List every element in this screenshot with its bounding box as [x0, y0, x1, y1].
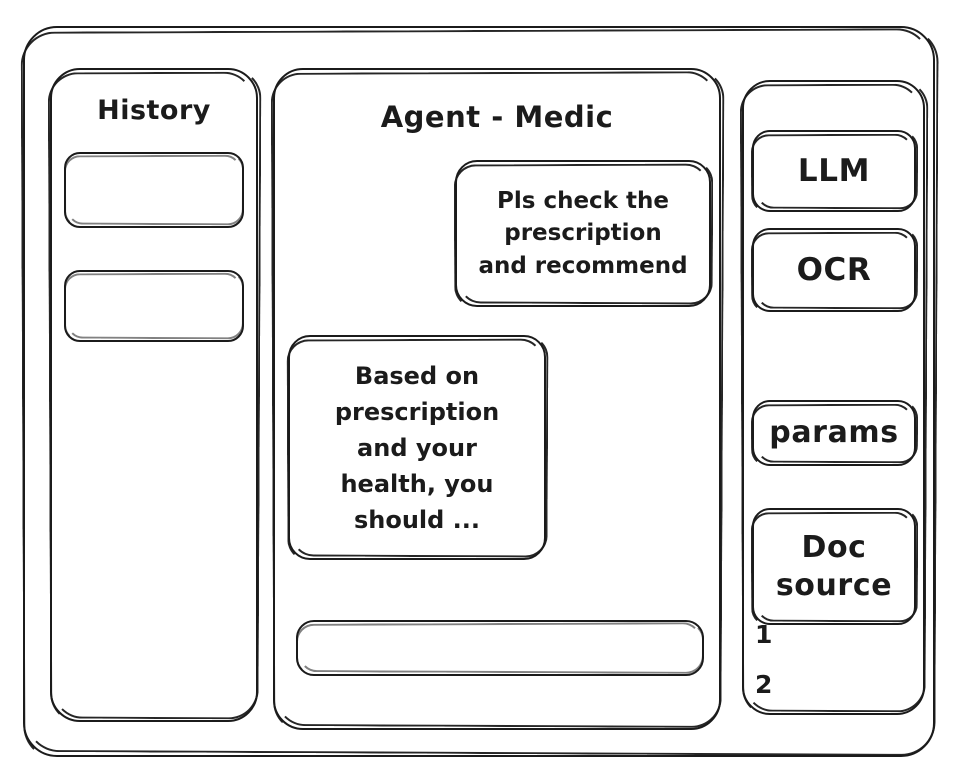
assistant-message-text: Based on prescription and your health, y…	[334, 361, 500, 534]
tool-button-llm-label: LLM	[797, 152, 871, 189]
doc-source-ref-item[interactable]: 2	[755, 670, 773, 699]
tool-button-ocr-label: OCR	[796, 251, 872, 288]
assistant-message-bubble: Based on prescription and your health, y…	[288, 335, 546, 560]
agent-panel-title: Agent - Medic	[380, 100, 614, 134]
message-input-field[interactable]	[296, 620, 704, 676]
tool-button-params-label: params	[769, 415, 899, 451]
history-panel-title: History	[97, 95, 211, 126]
tool-button-ocr[interactable]: OCR	[752, 228, 916, 312]
tool-button-params[interactable]: params	[752, 400, 916, 466]
history-list-item[interactable]	[64, 270, 244, 342]
user-message-text: Pls check the prescription and recommend	[478, 187, 688, 279]
tool-button-doc-source-label: Doc source	[775, 530, 893, 603]
tool-button-llm[interactable]: LLM	[752, 130, 916, 212]
user-message-bubble: Pls check the prescription and recommend	[455, 160, 711, 307]
tool-button-doc-source[interactable]: Doc source	[752, 508, 916, 625]
doc-source-ref-item[interactable]: 1	[755, 620, 773, 649]
history-list-item[interactable]	[64, 152, 244, 228]
